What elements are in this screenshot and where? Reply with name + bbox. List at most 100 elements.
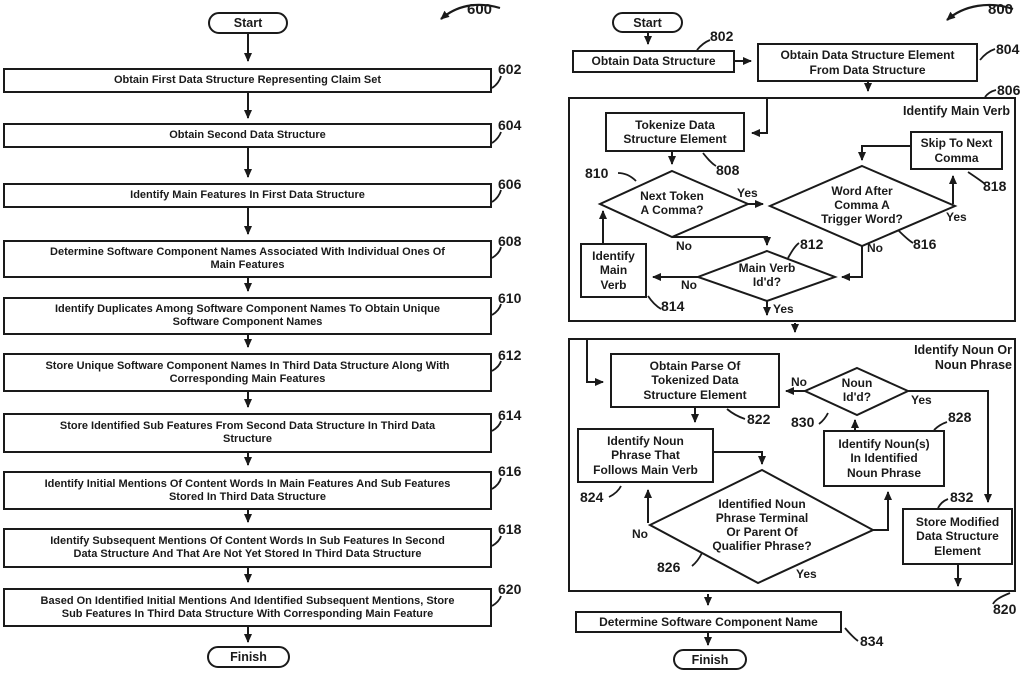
group-820-title: Identify Noun Or Noun Phrase <box>880 343 1012 373</box>
process-832-line1: Store Modified <box>915 515 1000 530</box>
process-824-line2: Phrase That <box>611 448 680 463</box>
label-yes-812: Yes <box>773 302 794 316</box>
process-614: Store Identified Sub Features From Secon… <box>3 413 492 453</box>
process-616: Identify Initial Mentions Of Content Wor… <box>3 471 492 510</box>
process-614-line2: Structure <box>223 433 272 445</box>
ref-label-814: 814 <box>661 298 685 314</box>
process-824: Identify Noun Phrase That Follows Main V… <box>577 428 714 483</box>
process-834: Determine Software Component Name <box>575 611 842 633</box>
decision-812-shape <box>695 249 838 303</box>
process-814-line2: Main <box>599 263 628 278</box>
decision-830-line1: Noun <box>841 376 873 391</box>
decision-816-line3: Trigger Word? <box>821 211 903 226</box>
process-822-line2: Tokenized Data <box>651 373 739 388</box>
finish-label-left: Finish <box>230 650 267 664</box>
process-828: Identify Noun(s) In Identified Noun Phra… <box>823 430 945 487</box>
figure-ref-800: 800 <box>988 1 1014 18</box>
figure-ref-arrows <box>440 3 1014 21</box>
process-618-line2: Data Structure And That Are Not Yet Stor… <box>73 548 422 560</box>
process-808-line1: Tokenize Data <box>635 117 715 132</box>
process-606-text: Identify Main Features In First Data Str… <box>130 189 365 202</box>
decision-816-text: Word After Comma A Trigger Word? <box>802 184 922 227</box>
decision-810-line1: Next Token <box>640 189 704 204</box>
decision-826-line3: Or Parent Of <box>726 525 798 539</box>
decision-830-text: Noun Id'd? <box>817 376 897 405</box>
process-608: Determine Software Component Names Assoc… <box>3 240 492 278</box>
process-614-line1: Store Identified Sub Features From Secon… <box>59 420 436 433</box>
decision-826-shape <box>647 468 876 585</box>
start-terminal-right: Start <box>612 12 683 33</box>
decision-816-line2: Comma A <box>834 198 890 213</box>
finish-terminal-left: Finish <box>207 646 290 668</box>
process-814-line1: Identify <box>592 249 635 264</box>
decision-826-line2: Phrase Terminal <box>715 511 809 526</box>
process-612: Store Unique Software Component Names In… <box>3 353 492 392</box>
decision-810-line2: A Comma? <box>640 203 704 217</box>
decision-830-line2: Id'd? <box>842 390 872 404</box>
group-820-identify-noun <box>568 338 1016 592</box>
start-label-right: Start <box>633 15 662 30</box>
process-832: Store Modified Data Structure Element <box>902 508 1013 565</box>
process-818-line2: Comma <box>934 150 979 165</box>
process-828-line3: Noun Phrase <box>846 465 921 480</box>
arrow-ref-600 <box>440 3 501 20</box>
process-616-line2: Stored In Third Data Structure <box>168 490 327 503</box>
ref-label-616: 616 <box>498 463 522 479</box>
decision-812-line2: Id'd? <box>752 275 782 289</box>
figure-ref-600: 600 <box>467 1 493 18</box>
label-no-810: No <box>676 239 692 253</box>
process-818: Skip To Next Comma <box>910 131 1003 170</box>
ref-label-612: 612 <box>498 347 522 363</box>
label-yes-816: Yes <box>946 210 967 224</box>
process-610: Identify Duplicates Among Software Compo… <box>3 297 492 335</box>
process-602: Obtain First Data Structure Representing… <box>3 68 492 93</box>
process-616-line1: Identify Initial Mentions Of Content Wor… <box>44 477 451 490</box>
arrow-ref-800 <box>946 3 1014 21</box>
decision-diamonds <box>597 164 958 585</box>
ref-label-802: 802 <box>710 28 734 44</box>
ref-label-822: 822 <box>747 411 771 427</box>
decision-826-line4: Qualifier Phrase? <box>712 538 812 553</box>
ref-label-812: 812 <box>800 236 824 252</box>
group-820-title-line1: Identify Noun Or <box>914 343 1012 357</box>
start-label-left: Start <box>233 16 263 30</box>
ref-number-connectors <box>491 39 1011 642</box>
decision-810-text: Next Token A Comma? <box>610 182 734 226</box>
ref-label-810: 810 <box>585 165 609 181</box>
label-no-826: No <box>632 527 648 541</box>
process-618: Identify Subsequent Mentions Of Content … <box>3 528 492 568</box>
ref-label-806: 806 <box>997 82 1021 98</box>
ref-label-604: 604 <box>498 117 522 133</box>
process-832-line3: Element <box>934 543 981 558</box>
group-806-identify-main-verb <box>568 97 1016 322</box>
process-610-line1: Identify Duplicates Among Software Compo… <box>54 303 441 316</box>
process-608-line1: Determine Software Component Names Assoc… <box>50 246 445 259</box>
ref-label-824: 824 <box>580 489 604 505</box>
process-612-line1: Store Unique Software Component Names In… <box>45 359 450 372</box>
ref-label-808: 808 <box>716 162 740 178</box>
process-604: Obtain Second Data Structure <box>3 123 492 148</box>
label-yes-830: Yes <box>911 393 932 407</box>
process-818-line1: Skip To Next <box>920 136 993 151</box>
decision-810-shape <box>597 169 751 239</box>
ref-label-606: 606 <box>498 176 522 192</box>
ref-label-832: 832 <box>950 489 974 505</box>
ref-label-818: 818 <box>983 178 1007 194</box>
arrow-824-826 <box>714 451 766 465</box>
ref-label-828: 828 <box>948 409 972 425</box>
ref-label-620: 620 <box>498 581 522 597</box>
decision-826-line1: Identified Noun <box>718 497 806 512</box>
process-612-line2: Corresponding Main Features <box>169 372 326 385</box>
arrow-entry-808 <box>751 99 768 137</box>
label-yes-826: Yes <box>796 567 817 581</box>
arrow-entry-822 <box>586 339 604 386</box>
process-606: Identify Main Features In First Data Str… <box>3 183 492 208</box>
ref-label-820: 820 <box>993 601 1017 617</box>
ref-label-618: 618 <box>498 521 522 537</box>
process-824-line3: Follows Main Verb <box>593 462 698 477</box>
process-610-line2: Software Component Names <box>172 316 323 328</box>
decision-812-line1: Main Verb <box>738 261 796 276</box>
label-yes-810: Yes <box>737 186 758 200</box>
label-no-816: No <box>867 241 883 255</box>
